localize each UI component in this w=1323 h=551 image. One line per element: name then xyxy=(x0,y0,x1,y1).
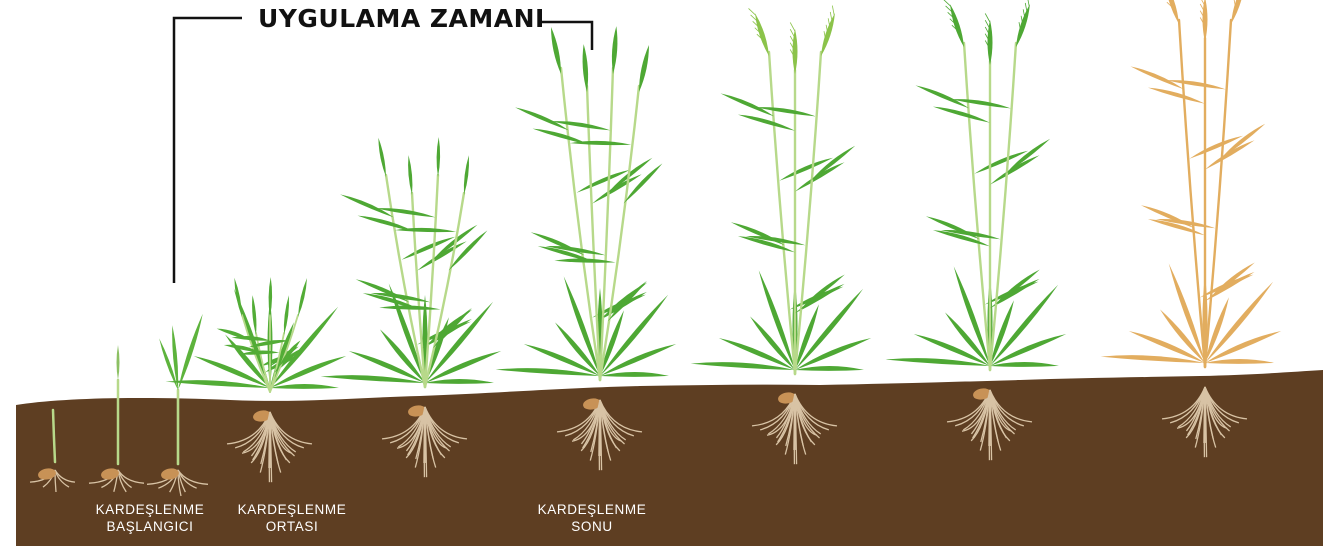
awn xyxy=(749,8,756,15)
leaf xyxy=(738,115,795,131)
leaf xyxy=(378,138,386,177)
wheat-ear xyxy=(1165,0,1179,24)
awn xyxy=(1027,0,1029,6)
stem xyxy=(561,68,600,380)
leaf xyxy=(800,275,845,310)
leaf xyxy=(990,362,1059,367)
leaf xyxy=(916,85,970,108)
leaf xyxy=(995,270,1040,305)
leaf xyxy=(234,278,242,317)
awn xyxy=(944,0,951,6)
leaf xyxy=(1160,309,1205,363)
awn xyxy=(832,6,834,16)
stage-label-tillering-middle: KARDEŞLENME ORTASI xyxy=(222,501,362,535)
leaf xyxy=(551,27,561,74)
leaf xyxy=(408,155,412,195)
stem xyxy=(1205,20,1231,367)
stem xyxy=(1179,20,1205,367)
leaf xyxy=(240,350,280,354)
stem xyxy=(769,52,795,374)
stage-label-tillering-start: KARDEŞLENME BAŞLANGICI xyxy=(80,501,220,535)
leaf xyxy=(232,336,270,341)
leaf xyxy=(340,194,394,217)
leaf xyxy=(252,295,256,335)
stage-label-tillering-end: KARDEŞLENME SONU xyxy=(522,501,662,535)
leaf xyxy=(933,107,990,123)
leaf xyxy=(298,278,307,317)
leaf xyxy=(612,26,618,74)
leaf xyxy=(639,45,649,92)
leaf xyxy=(464,155,469,195)
leaf xyxy=(284,295,289,335)
stem xyxy=(795,52,821,374)
leaf xyxy=(1205,140,1255,169)
stem xyxy=(964,43,990,370)
leaf xyxy=(117,345,120,380)
leaf xyxy=(945,312,990,366)
leaf xyxy=(437,137,441,177)
application-timing-title: UYGULAMA ZAMANI xyxy=(258,4,545,33)
leaf xyxy=(750,316,795,370)
wheat-ear xyxy=(1231,0,1245,24)
stem xyxy=(990,43,1016,370)
leaf xyxy=(1205,359,1274,364)
leaf xyxy=(1210,263,1255,298)
leaf xyxy=(795,162,845,191)
leaf xyxy=(721,93,775,116)
leaf xyxy=(270,384,339,389)
leaf xyxy=(425,379,494,384)
leaf xyxy=(592,174,642,203)
leaf xyxy=(583,44,589,92)
timing-bracket xyxy=(174,18,592,283)
stem xyxy=(386,175,425,387)
wheat-ear xyxy=(1203,0,1208,42)
leaf xyxy=(600,372,669,377)
leaf xyxy=(795,366,864,371)
leaf xyxy=(1148,88,1205,104)
leaf xyxy=(1131,66,1185,89)
leaf xyxy=(178,314,203,390)
leaf xyxy=(515,107,569,130)
leaf xyxy=(990,155,1040,184)
leaf xyxy=(417,241,467,270)
